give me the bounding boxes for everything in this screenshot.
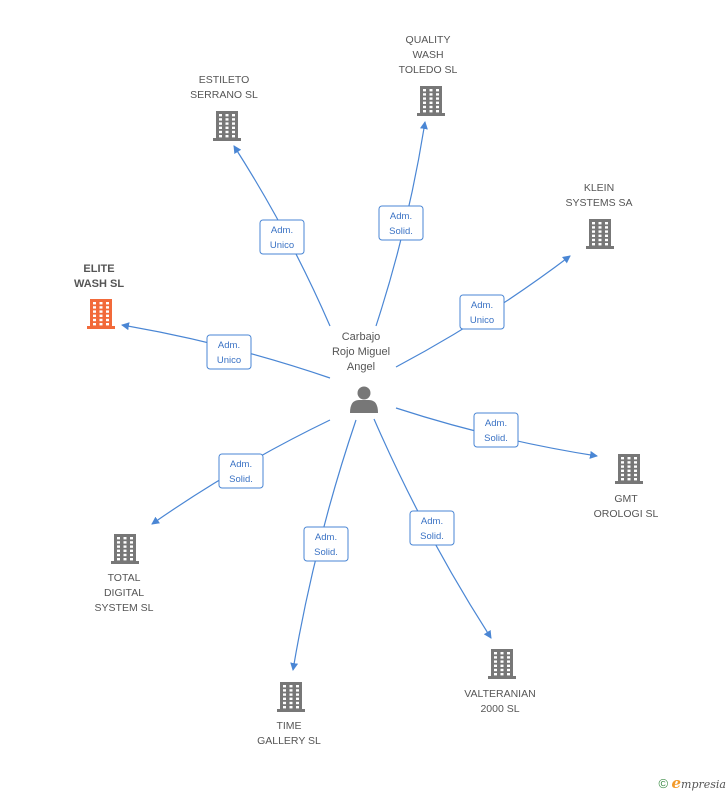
- node-estileto[interactable]: ESTILETO SERRANO SL: [190, 74, 258, 141]
- node-label-line: WASH: [412, 49, 443, 61]
- edge-klein: Adm. Unico: [395, 255, 571, 368]
- company-label: QUALITY WASH TOLEDO SL: [399, 34, 458, 76]
- edge-label-text: Solid.: [484, 433, 508, 444]
- edge-label-text: Solid.: [389, 226, 413, 237]
- company-label: GMT OROLOGI SL: [594, 493, 659, 520]
- node-valteranian[interactable]: VALTERANIAN 2000 SL: [464, 649, 536, 715]
- edge-label-text: Adm.: [485, 418, 507, 429]
- edge-label-box: [409, 510, 455, 546]
- edge-label-text: Unico: [217, 355, 241, 366]
- edge-label-text: Adm.: [230, 459, 252, 470]
- company-label: TOTAL DIGITAL SYSTEM SL: [95, 572, 154, 614]
- edge-label-text: Solid.: [314, 547, 338, 558]
- node-label-line: TOTAL: [108, 572, 141, 584]
- node-quality[interactable]: QUALITY WASH TOLEDO SL: [399, 34, 458, 116]
- edge-label-text: Solid.: [420, 531, 444, 542]
- node-label-line: TIME: [276, 720, 301, 732]
- copyright-symbol: ©: [658, 776, 669, 791]
- company-label: TIME GALLERY SL: [257, 720, 321, 747]
- edge-label-box: [218, 453, 264, 489]
- node-label-line: SYSTEMS SA: [565, 197, 632, 209]
- edge-label-text: Adm.: [315, 532, 337, 543]
- edge-time: Adm. Solid.: [290, 419, 357, 671]
- node-label-line: KLEIN: [584, 182, 614, 194]
- edge-label-box: [378, 205, 424, 241]
- building-icon: [586, 219, 614, 249]
- node-label-line: QUALITY: [406, 34, 451, 46]
- brand-initial: e: [671, 774, 682, 792]
- company-label: ESTILETO SERRANO SL: [190, 74, 258, 101]
- node-gmt[interactable]: GMT OROLOGI SL: [594, 454, 659, 520]
- edge-label-box: [459, 294, 505, 330]
- edge-label-text: Adm.: [421, 516, 443, 527]
- node-label-line: OROLOGI SL: [594, 508, 659, 520]
- edge-estileto: Adm. Unico: [233, 145, 331, 327]
- building-icon: [87, 299, 115, 329]
- edge-label-text: Adm.: [218, 340, 240, 351]
- node-label-line: DIGITAL: [104, 587, 144, 599]
- node-label-line: Angel: [347, 361, 375, 373]
- building-icon: [277, 682, 305, 712]
- node-label-line: SERRANO SL: [190, 89, 258, 101]
- edge-elite: Adm. Unico: [121, 322, 331, 379]
- brand-name: mpresia: [681, 778, 726, 791]
- edge-label-box: [259, 219, 305, 255]
- node-label-line: 2000 SL: [480, 703, 519, 715]
- edge-label-box: [206, 334, 252, 370]
- building-icon: [111, 534, 139, 564]
- node-label-line: ESTILETO: [199, 74, 250, 86]
- node-total[interactable]: TOTAL DIGITAL SYSTEM SL: [95, 534, 154, 614]
- building-icon: [615, 454, 643, 484]
- person-icon: [350, 386, 378, 413]
- edge-label-text: Solid.: [229, 474, 253, 485]
- edge-gmt: Adm. Solid.: [395, 407, 598, 459]
- edge-label-box: [473, 412, 519, 448]
- edge-quality: Adm. Solid.: [375, 121, 428, 327]
- edge-label-text: Adm.: [271, 225, 293, 236]
- node-label-line: SYSTEM SL: [95, 602, 154, 614]
- node-elite[interactable]: ELITE WASH SL: [74, 263, 124, 329]
- edge-label-text: Unico: [270, 240, 294, 251]
- node-label-line: GMT: [614, 493, 638, 505]
- node-label-line: GALLERY SL: [257, 735, 321, 747]
- node-label-line: WASH SL: [74, 278, 124, 290]
- building-icon: [488, 649, 516, 679]
- node-label-line: VALTERANIAN: [464, 688, 535, 700]
- building-icon: [213, 111, 241, 141]
- company-label: VALTERANIAN 2000 SL: [464, 688, 535, 715]
- edge-label-text: Adm.: [390, 211, 412, 222]
- footer-brand: © empresia: [659, 774, 726, 792]
- edge-label-text: Unico: [470, 315, 494, 326]
- node-time[interactable]: TIME GALLERY SL: [257, 682, 321, 747]
- node-klein[interactable]: KLEIN SYSTEMS SA: [565, 182, 633, 249]
- edge-label-box: [303, 526, 349, 562]
- node-label-line: ELITE: [83, 263, 114, 275]
- company-label: KLEIN SYSTEMS SA: [565, 182, 632, 209]
- company-label: ELITE WASH SL: [74, 263, 124, 290]
- node-label-line: TOLEDO SL: [399, 64, 458, 76]
- node-label-line: Carbajo: [342, 331, 381, 343]
- node-label-line: Rojo Miguel: [332, 346, 390, 358]
- edge-label-text: Adm.: [471, 300, 493, 311]
- building-icon: [417, 86, 445, 116]
- edge-valteranian: Adm. Solid.: [373, 418, 492, 639]
- edge-total: Adm. Solid.: [151, 419, 331, 525]
